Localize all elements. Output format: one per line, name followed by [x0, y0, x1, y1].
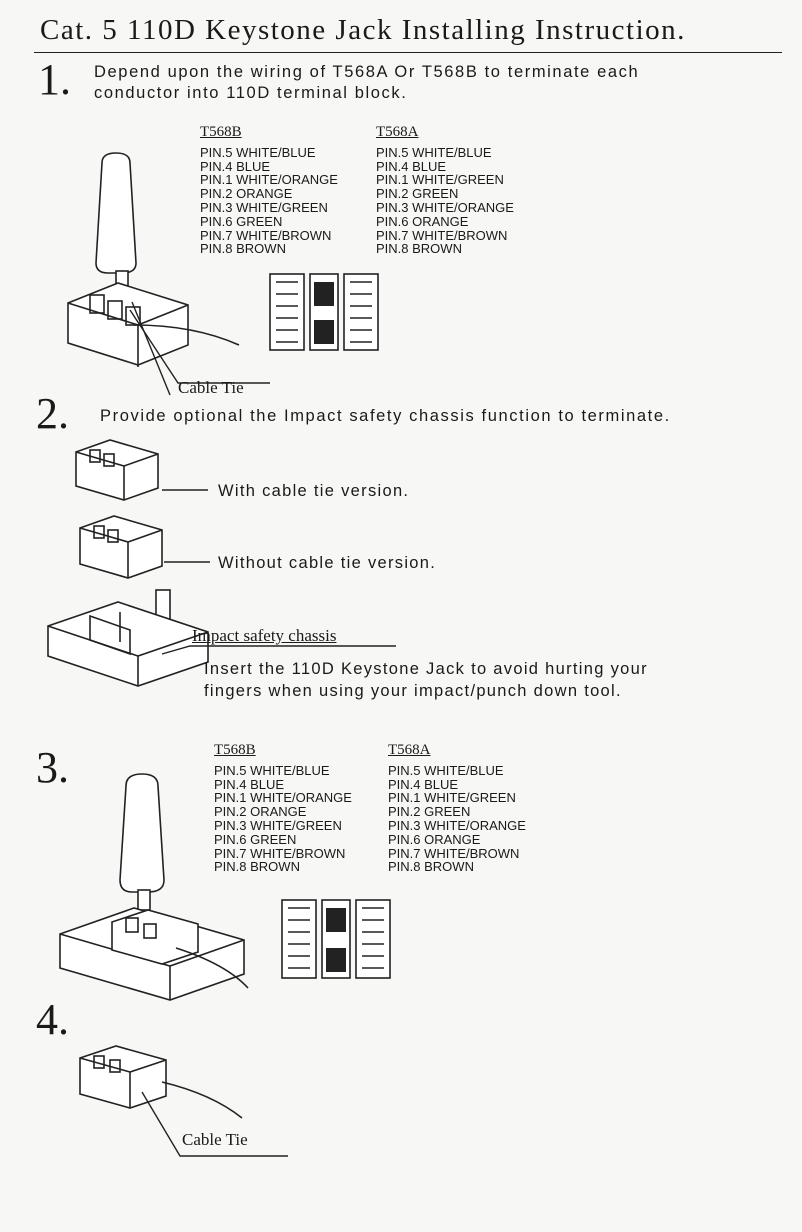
document-title: Cat. 5 110D Keystone Jack Installing Ins…: [40, 14, 686, 46]
pin-row: PIN.3 WHITE/ORANGE: [376, 199, 514, 215]
pin-row: PIN.4 BLUE: [388, 776, 459, 792]
leader-without-cable-tie: [164, 561, 210, 563]
step-1-text: Depend upon the wiring of T568A Or T568B…: [94, 62, 639, 104]
impact-note-line-1: Insert the 110D Keystone Jack to avoid h…: [204, 660, 648, 678]
pin-row: PIN.7 WHITE/BROWN: [214, 845, 346, 861]
t568a-heading: T568A: [388, 742, 431, 758]
pin-row: PIN.6 GREEN: [214, 831, 297, 847]
step-3-number: 3.: [36, 743, 69, 792]
pin-row: PIN.1 WHITE/ORANGE: [214, 790, 352, 806]
pin-row: PIN.3 WHITE/GREEN: [214, 817, 342, 833]
t568b-heading: T568B: [214, 742, 256, 758]
pin-row: PIN.4 BLUE: [200, 158, 271, 174]
impact-note-line-2: fingers when using your impact/punch dow…: [204, 682, 622, 700]
pin-row: PIN.5 WHITE/BLUE: [214, 762, 330, 778]
t568b-table-1: T568B PIN.5 WHITE/BLUE PIN.4 BLUE PIN.1 …: [200, 124, 338, 257]
t568a-table-1: T568A PIN.5 WHITE/BLUE PIN.4 BLUE PIN.1 …: [376, 124, 514, 257]
t568a-table-3: T568A PIN.5 WHITE/BLUE PIN.4 BLUE PIN.1 …: [388, 742, 526, 875]
pin-row: PIN.1 WHITE/GREEN: [376, 172, 504, 188]
pin-row: PIN.4 BLUE: [376, 158, 447, 174]
leader-with-cable-tie: [162, 489, 208, 491]
cable-tie-label-4: Cable Tie: [182, 1130, 248, 1149]
pin-row: PIN.6 ORANGE: [388, 831, 481, 847]
cable-tie-label-1: Cable Tie: [178, 378, 244, 397]
step-1-number: 1.: [38, 55, 71, 104]
pin-row: PIN.1 WHITE/ORANGE: [200, 172, 338, 188]
with-cable-tie-label: With cable tie version.: [218, 482, 410, 500]
pin-row: PIN.3 WHITE/GREEN: [200, 199, 328, 215]
t568b-heading: T568B: [200, 124, 242, 140]
jack-cable-tie-illustration-4: [79, 1045, 243, 1119]
pin-row: PIN.7 WHITE/BROWN: [376, 227, 508, 243]
step-4-number: 4.: [36, 995, 69, 1044]
step-2-number: 2.: [36, 389, 69, 438]
pin-row: PIN.5 WHITE/BLUE: [376, 144, 492, 160]
t568b-table-3: T568B PIN.5 WHITE/BLUE PIN.4 BLUE PIN.1 …: [214, 742, 352, 875]
pin-row: PIN.6 ORANGE: [376, 213, 469, 229]
terminal-block-diagram-3: [281, 899, 391, 979]
jack-with-cable-tie-illustration: [75, 439, 159, 501]
without-cable-tie-label: Without cable tie version.: [218, 554, 437, 572]
impact-safety-chassis-illustration: [47, 589, 209, 687]
impact-chassis-leader: [161, 645, 396, 655]
punch-tool-jack-illustration-1: [67, 152, 270, 384]
t568a-heading: T568A: [376, 124, 419, 140]
pin-row: PIN.8 BROWN: [200, 241, 286, 257]
pin-row: PIN.8 BROWN: [376, 241, 462, 257]
pin-row: PIN.6 GREEN: [200, 213, 283, 229]
step-1-line-2: conductor into 110D terminal block.: [94, 84, 408, 102]
pin-row: PIN.8 BROWN: [214, 859, 300, 875]
title-underline: [34, 52, 782, 53]
pin-row: PIN.2 ORANGE: [214, 804, 307, 820]
terminal-block-diagram-1: [269, 273, 379, 351]
pin-row: PIN.1 WHITE/GREEN: [388, 790, 516, 806]
step-2-text: Provide optional the Impact safety chass…: [100, 407, 671, 425]
pin-row: PIN.5 WHITE/BLUE: [388, 762, 504, 778]
cable-tie-leader-1: [131, 301, 171, 396]
pin-row: PIN.3 WHITE/ORANGE: [388, 817, 526, 833]
pin-row: PIN.5 WHITE/BLUE: [200, 144, 316, 160]
pin-row: PIN.4 BLUE: [214, 776, 285, 792]
pin-row: PIN.2 GREEN: [376, 186, 459, 202]
jack-without-cable-tie-illustration: [79, 515, 163, 579]
impact-chassis-label: Impact safety chassis: [192, 626, 337, 645]
cable-tie-leader-4: [141, 1091, 288, 1157]
impact-chassis-note: Insert the 110D Keystone Jack to avoid h…: [204, 658, 648, 702]
punch-tool-chassis-illustration: [59, 773, 249, 1001]
step-1-line-1: Depend upon the wiring of T568A Or T568B…: [94, 63, 640, 81]
pin-row: PIN.8 BROWN: [388, 859, 474, 875]
pin-row: PIN.2 ORANGE: [200, 186, 293, 202]
pin-row: PIN.7 WHITE/BROWN: [200, 227, 332, 243]
pin-row: PIN.2 GREEN: [388, 804, 471, 820]
pin-row: PIN.7 WHITE/BROWN: [388, 845, 520, 861]
